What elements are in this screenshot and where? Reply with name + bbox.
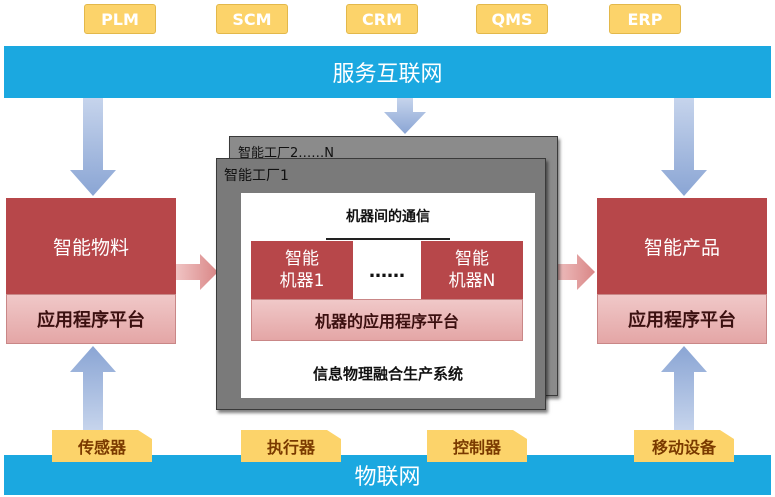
arrow-right-right-icon <box>553 254 595 290</box>
arrow-down-center-icon <box>384 98 426 134</box>
left-platform-label: 应用程序平台 <box>37 310 145 331</box>
arrow-up-left-icon <box>70 346 116 430</box>
smart-machine-n-line1: 智能 <box>455 249 489 269</box>
mobile-device-tag: 移动设备 <box>634 430 734 462</box>
controller-tag: 控制器 <box>427 430 527 462</box>
crm-tab: CRM <box>346 4 418 34</box>
controller-label: 控制器 <box>452 438 501 457</box>
service-internet-band: 服务互联网 <box>4 46 771 98</box>
machine-platform-box: 机器的应用程序平台 <box>251 299 523 341</box>
right-platform-box: 应用程序平台 <box>597 294 767 344</box>
qms-tab: QMS <box>476 4 548 34</box>
cps-label: 信息物理融合生产系统 <box>312 364 463 383</box>
smart-product-box: 智能产品 <box>597 198 767 294</box>
smart-machine-n-line2: 机器N <box>448 271 496 291</box>
smart-product-label: 智能产品 <box>643 236 720 259</box>
actuator-tag: 执行器 <box>241 430 341 462</box>
iot-label: 物联网 <box>354 465 421 490</box>
mobile-device-label: 移动设备 <box>651 438 716 457</box>
smart-machine-1-line2: 机器1 <box>279 271 325 291</box>
right-platform-label: 应用程序平台 <box>628 310 736 331</box>
left-platform-box: 应用程序平台 <box>6 294 176 344</box>
smart-machine-n-box: 智能 机器N <box>421 241 523 299</box>
service-internet-label: 服务互联网 <box>332 62 443 87</box>
smart-material-box: 智能物料 <box>6 198 176 294</box>
arrow-down-left-icon <box>70 98 116 196</box>
factory-1-inner: 机器间的通信 智能 机器1 …… 智能 机器N 机器的应用程序平台 信息物理融合… <box>241 193 535 398</box>
machine-platform-label: 机器的应用程序平台 <box>314 312 459 331</box>
factory-n-title: 智能工厂2……N <box>238 146 334 161</box>
smart-machine-1-box: 智能 机器1 <box>251 241 353 299</box>
sensor-label: 传感器 <box>77 438 126 457</box>
smart-material-label: 智能物料 <box>52 236 129 259</box>
communication-line <box>326 238 450 240</box>
machine-ellipsis: …… <box>369 260 405 282</box>
smart-machine-1-line1: 智能 <box>285 249 319 269</box>
factory-1-panel: 智能工厂1 机器间的通信 智能 机器1 …… 智能 机器N 机器的应用程序平台 … <box>216 158 546 410</box>
scm-tab: SCM <box>216 4 288 34</box>
arrow-right-left-icon <box>176 254 218 290</box>
arrow-up-right-icon <box>661 346 707 430</box>
plm-tab: PLM <box>84 4 156 34</box>
erp-tab: ERP <box>609 4 681 34</box>
arrow-down-right-icon <box>661 98 707 196</box>
actuator-label: 执行器 <box>266 438 315 457</box>
machine-communication-label: 机器间的通信 <box>346 209 430 225</box>
factory-1-title: 智能工厂1 <box>224 168 289 184</box>
sensor-tag: 传感器 <box>52 430 152 462</box>
